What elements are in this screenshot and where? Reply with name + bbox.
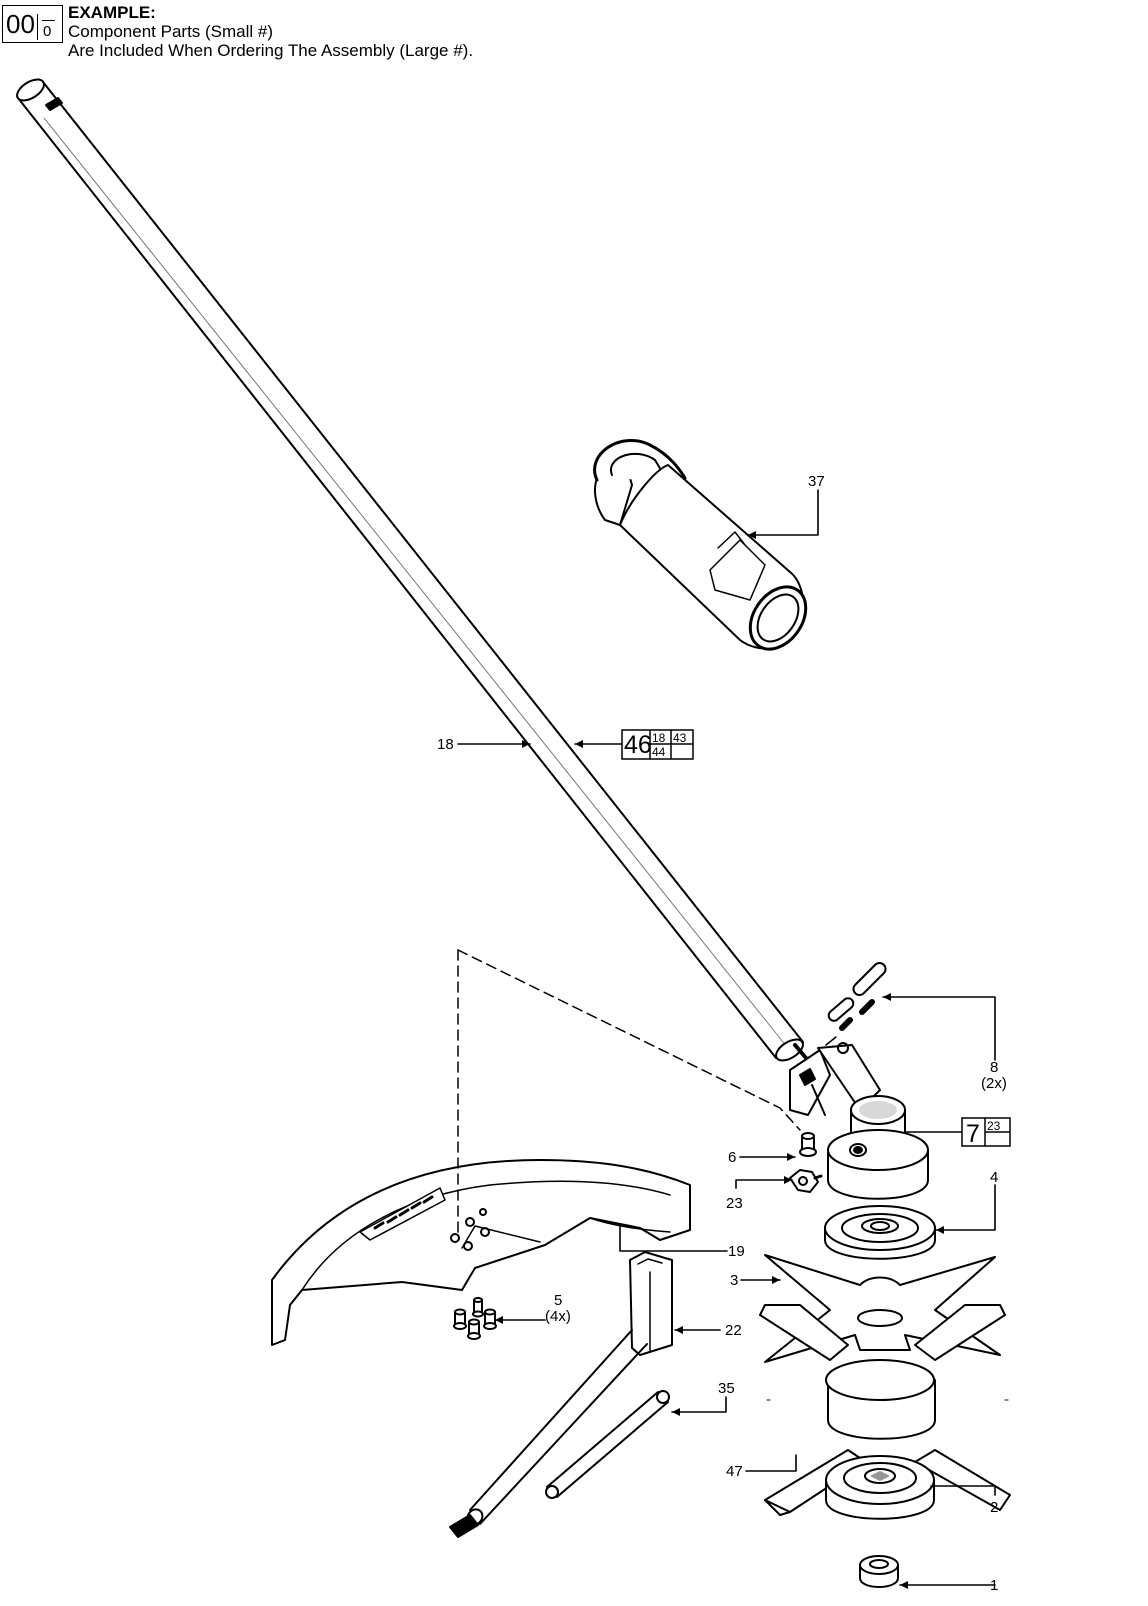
hex-nut	[859, 1555, 899, 1588]
socket-screws	[839, 999, 875, 1031]
callout-22: 22	[725, 1322, 742, 1339]
rod	[545, 1390, 670, 1499]
callout-3: 3	[730, 1272, 738, 1289]
legend-heading: EXAMPLE:	[68, 3, 156, 22]
legend-divider	[42, 20, 55, 21]
guard	[271, 1159, 691, 1346]
assembly-7-number: 7	[966, 1120, 980, 1148]
callout-1: 1	[990, 1577, 998, 1594]
gear-head	[789, 962, 929, 1200]
legend-line-2: Are Included When Ordering The Assembly …	[68, 41, 474, 60]
assembly-46-component-2: 43	[673, 731, 687, 745]
assembly-46-number: 46	[624, 731, 652, 759]
tube-cover	[593, 439, 808, 651]
leader-lines	[457, 489, 996, 1586]
nut	[789, 1169, 823, 1193]
callout-18: 18	[437, 736, 454, 753]
legend-component-number: 0	[43, 23, 52, 40]
assembly-46-component-1: 18	[652, 731, 666, 745]
callout-4: 4	[990, 1169, 998, 1186]
upper-flange	[824, 1205, 936, 1260]
callout-35: 35	[718, 1380, 735, 1397]
callout-19: 19	[728, 1243, 745, 1260]
screw	[799, 1132, 817, 1157]
arrowheads	[495, 531, 944, 1589]
callout-47: 47	[726, 1463, 743, 1480]
dashed-guides	[457, 949, 801, 1235]
legend-assembly-box: 00 0	[2, 5, 63, 43]
callout-8: 8	[990, 1059, 998, 1076]
callout-5-qty: (4x)	[545, 1308, 571, 1325]
assembly-box-46	[621, 729, 694, 760]
callout-6: 6	[728, 1149, 736, 1166]
lower-flange	[825, 1455, 935, 1520]
shaft-tube	[16, 78, 808, 1062]
assembly-46-component-3: 44	[652, 745, 666, 759]
callout-23: 23	[726, 1195, 743, 1212]
legend: 00 0 EXAMPLE: Component Parts (Small #) …	[0, 0, 560, 64]
callout-8-qty: (2x)	[981, 1075, 1007, 1092]
legend-assembly-number: 00	[6, 9, 35, 39]
guard-screws	[453, 1297, 497, 1340]
legend-line-1: Component Parts (Small #)	[68, 22, 274, 41]
assembly-7-component-1: 23	[987, 1119, 1001, 1133]
wrench	[449, 1251, 673, 1538]
legend-component-cell	[37, 14, 63, 40]
callout-2: 2	[990, 1499, 998, 1516]
mounting-plate	[759, 1304, 1011, 1516]
legend-text: EXAMPLE: Component Parts (Small #) Are I…	[68, 3, 473, 60]
callout-37: 37	[808, 473, 825, 490]
assembly-box-7	[961, 1117, 1011, 1147]
callout-5: 5	[554, 1292, 562, 1309]
